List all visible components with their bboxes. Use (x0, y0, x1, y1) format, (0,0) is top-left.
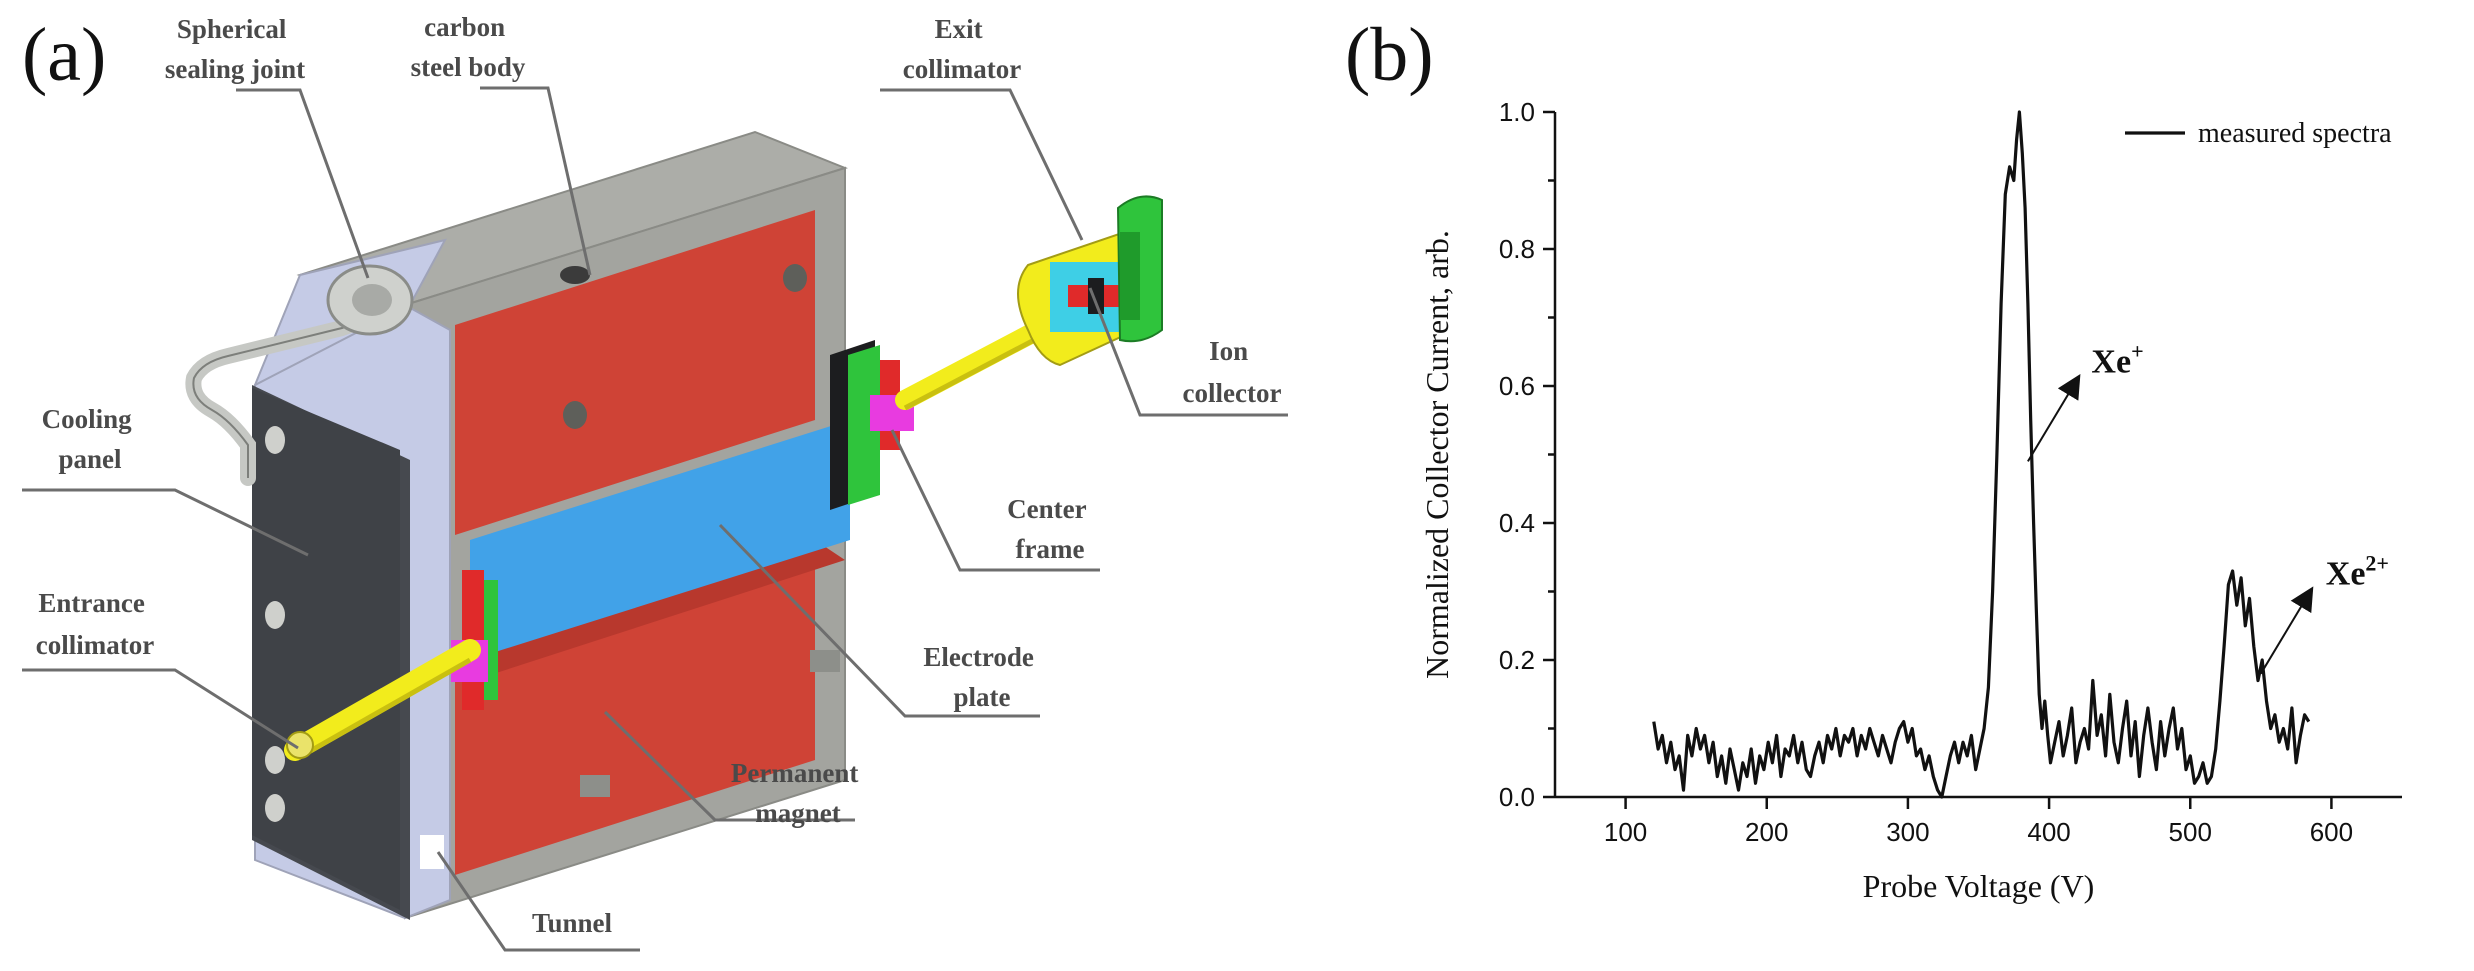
leader-exit (880, 88, 1084, 241)
leader-collector (1088, 287, 1288, 417)
y-tick-label-2: 0.4 (1499, 508, 1535, 538)
lower-magnet-top (455, 540, 845, 675)
callout-cooling: Cooling panel (42, 404, 139, 474)
callout-labels: Spherical sealing joint carbon steel bod… (36, 12, 1282, 938)
series-line-0 (1652, 110, 2311, 799)
sealing-joint-inner (352, 284, 392, 316)
x-tick-label-600: 600 (2310, 817, 2353, 847)
chart-legend: measured spectra (2125, 118, 2392, 149)
annotation-arrow-1 (2259, 586, 2314, 675)
panel-a: (a) (22, 12, 1288, 952)
x-tick-label-200: 200 (1745, 817, 1788, 847)
leader-sealing (236, 88, 370, 279)
callout-magnet: Permanent magnet (731, 758, 865, 828)
annotation-arrow-0 (2027, 374, 2081, 462)
upper-magnet (455, 210, 815, 535)
entrance-tube-shade (296, 657, 472, 761)
callout-entrance: Entrance collimator (36, 588, 154, 660)
y-tick-label-4: 0.8 (1499, 234, 1535, 264)
legend-label: measured spectra (2198, 118, 2392, 149)
screw-1 (265, 426, 285, 454)
x-tick-label-300: 300 (1886, 817, 1929, 847)
callout-tunnel: Tunnel (532, 908, 613, 938)
side-hole-2 (783, 264, 807, 292)
annotation-label-0: Xe+ (2091, 338, 2143, 380)
tunnel-slot (420, 835, 444, 869)
center-frame-green (848, 345, 880, 505)
entrance-tube-end (286, 731, 314, 759)
leader-magnet (603, 710, 855, 822)
leader-entrance (22, 668, 299, 750)
electrode-plate (470, 420, 850, 660)
side-hole-1 (563, 401, 587, 429)
entrance-tube (284, 639, 481, 761)
spectrum-chart: 100 200 300 400 500 600 0.0 0.2 0.4 0.6 0.8 1.0 mea… (1419, 97, 2402, 904)
leader-tunnel (436, 851, 640, 952)
top-hole (560, 266, 590, 284)
screw-4 (265, 794, 285, 822)
y-tick-label-0: 0.0 (1499, 782, 1535, 812)
leader-body (480, 86, 592, 276)
y-tick-label-1: 0.2 (1499, 645, 1535, 675)
x-tick-label-500: 500 (2169, 817, 2212, 847)
leader-electrode (718, 523, 1040, 718)
device-illustration (185, 130, 1163, 920)
bottom-foot-1 (580, 775, 610, 797)
x-axis-title: Probe Voltage (V) (1863, 868, 2095, 904)
cooling-panel-face (252, 388, 400, 910)
callout-center: Center frame (1007, 494, 1093, 564)
y-tick-label-5: 1.0 (1499, 97, 1535, 127)
panel-a-letter: (a) (22, 13, 106, 97)
callout-sealing: Spherical sealing joint (165, 14, 305, 84)
x-tick-label-400: 400 (2027, 817, 2070, 847)
screw-2 (265, 601, 285, 629)
chart-ticks: 100 200 300 400 500 600 0.0 0.2 0.4 0.6 0.8 1.0 (1499, 97, 2353, 847)
chart-annotations: Xe+ Xe2+ (2027, 338, 2389, 675)
exit-green-slot (1120, 232, 1140, 320)
callout-collector: Ion collector (1183, 336, 1282, 408)
screw-3 (265, 746, 285, 774)
x-tick-label-100: 100 (1604, 817, 1647, 847)
leader-cooling (22, 488, 309, 557)
y-tick-label-3: 0.6 (1499, 371, 1535, 401)
lower-magnet (455, 540, 815, 875)
callout-electrode: Electrode plate (923, 642, 1040, 712)
callout-leaders (22, 86, 1288, 952)
chart-series (1652, 110, 2311, 799)
exit-dark-core (1088, 278, 1104, 314)
callout-exit: Exit collimator (903, 14, 1021, 84)
bottom-foot-2 (810, 650, 840, 672)
annotation-label-1: Xe2+ (2326, 551, 2389, 593)
callout-body: carbon steel body (411, 12, 526, 82)
panel-b: (b) 100 200 300 400 500 600 0.0 0.2 0.4 0.6 0.8 1.0… (1345, 13, 2402, 904)
leader-center (890, 429, 1100, 572)
y-axis-title: Normalized Collector Current, arb. (1419, 230, 1455, 679)
panel-b-letter: (b) (1345, 13, 1434, 97)
